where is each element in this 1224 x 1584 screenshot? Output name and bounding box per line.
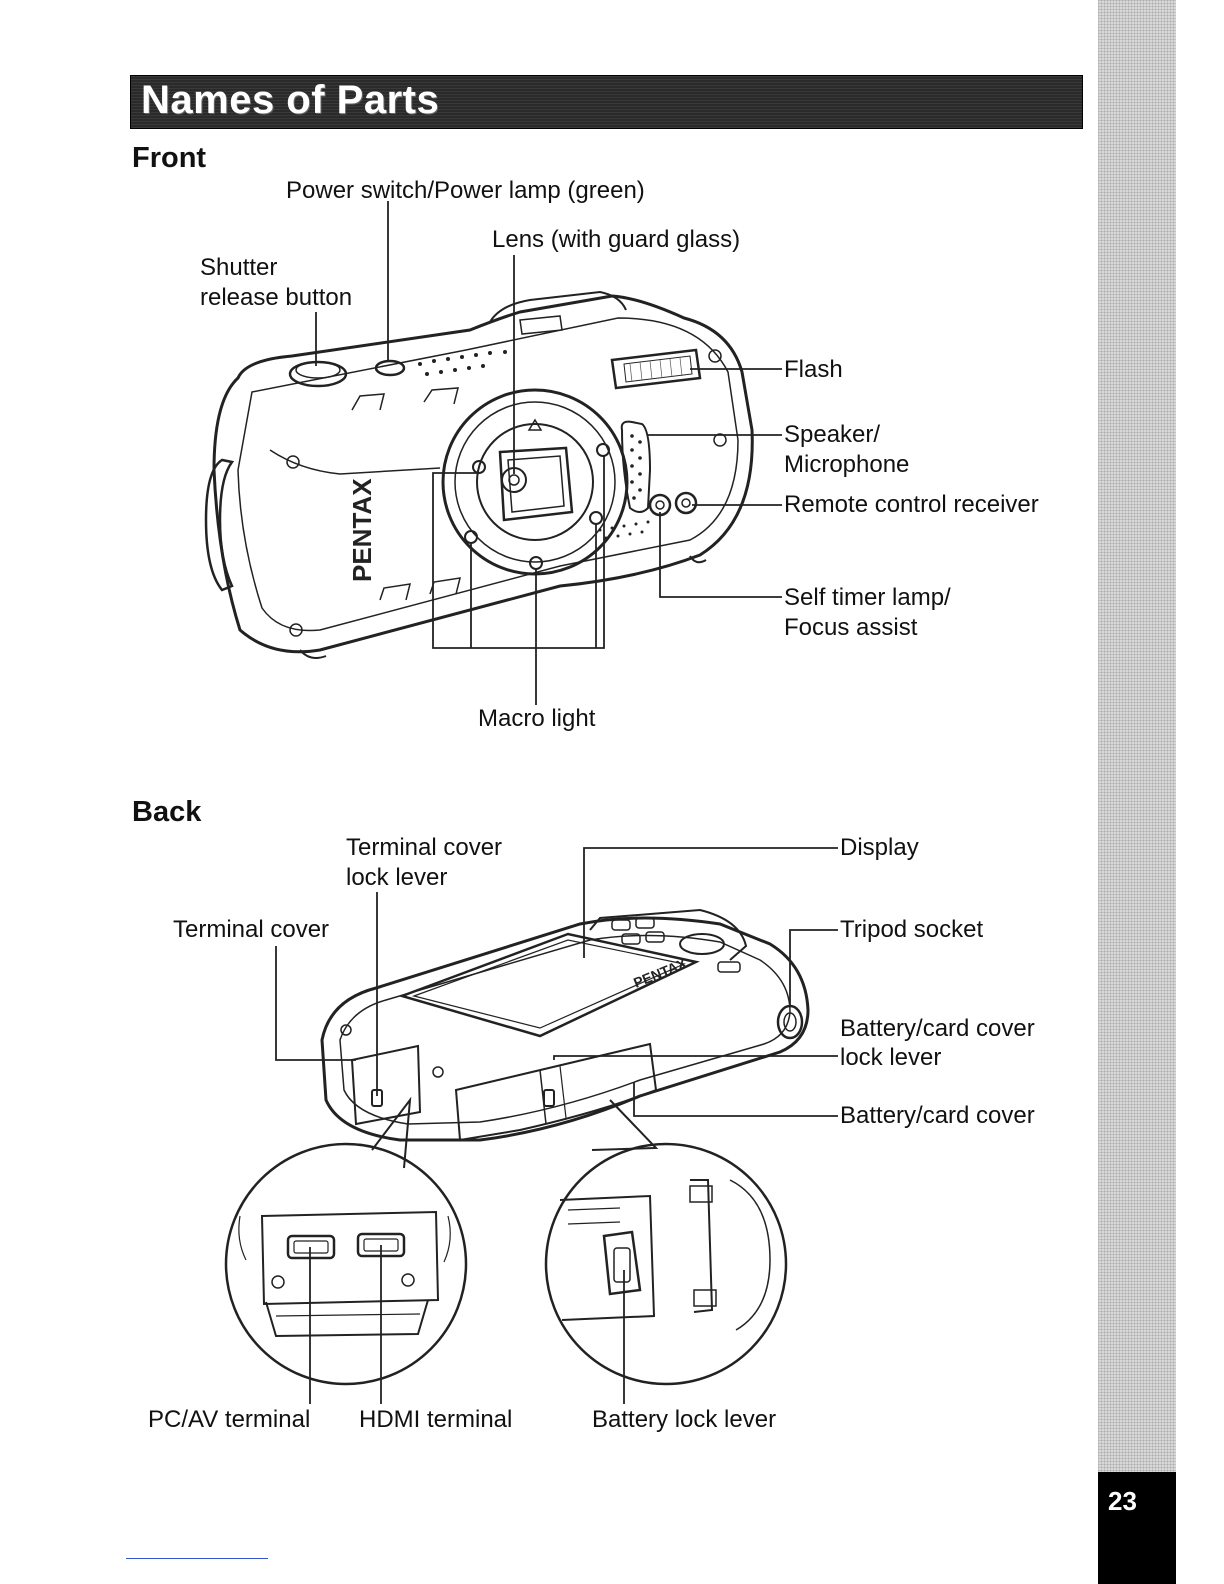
page-number: 23 xyxy=(1108,1486,1137,1516)
terminal-detail-circle xyxy=(224,1142,468,1386)
label-self-timer-line1: Self timer lamp/ xyxy=(784,584,951,611)
label-macro-light: Macro light xyxy=(478,705,596,732)
label-flash: Flash xyxy=(784,356,843,383)
label-terminal-cover: Terminal cover xyxy=(173,916,330,943)
front-brand-logo: PENTAX xyxy=(347,478,377,582)
label-shutter-line2: release button xyxy=(200,284,353,311)
label-speaker-line1: Speaker/ xyxy=(784,421,881,448)
page-number-box xyxy=(1098,1472,1176,1584)
label-tripod-socket: Tripod socket xyxy=(840,916,984,943)
battery-detail-circle xyxy=(544,1142,788,1386)
label-shutter-line1: Shutter xyxy=(200,254,278,281)
back-heading: Back xyxy=(132,796,202,828)
front-camera-drawing: PENTAX xyxy=(204,290,754,659)
label-self-timer-line2: Focus assist xyxy=(784,614,918,641)
label-remote-receiver: Remote control receiver xyxy=(784,491,1039,518)
side-tab-strip xyxy=(1098,0,1176,1480)
back-brand-logo: PENTAX xyxy=(631,955,689,991)
label-terminal-lock-line1: Terminal cover xyxy=(346,834,503,861)
label-lens: Lens (with guard glass) xyxy=(492,226,741,253)
label-battery-lock-lever: Battery lock lever xyxy=(592,1406,777,1433)
label-hdmi-terminal: HDMI terminal xyxy=(359,1406,513,1433)
front-heading: Front xyxy=(132,142,207,174)
back-camera-drawing: PENTAX xyxy=(320,908,810,1169)
label-pc-av-terminal: PC/AV terminal xyxy=(148,1406,311,1433)
page-title: Names of Parts xyxy=(141,78,440,122)
label-battery-cover: Battery/card cover xyxy=(840,1102,1035,1129)
label-battery-lock-line1: Battery/card cover xyxy=(840,1015,1035,1042)
label-terminal-lock-line2: lock lever xyxy=(346,864,448,891)
label-battery-lock-line2: lock lever xyxy=(840,1044,942,1071)
footer-rule xyxy=(126,1558,268,1559)
back-leader-lines xyxy=(275,847,838,1404)
title-banner xyxy=(130,75,1083,129)
label-display: Display xyxy=(840,834,919,861)
label-speaker-line2: Microphone xyxy=(784,451,910,478)
front-leader-lines xyxy=(315,201,782,705)
label-power-switch: Power switch/Power lamp (green) xyxy=(286,177,645,204)
